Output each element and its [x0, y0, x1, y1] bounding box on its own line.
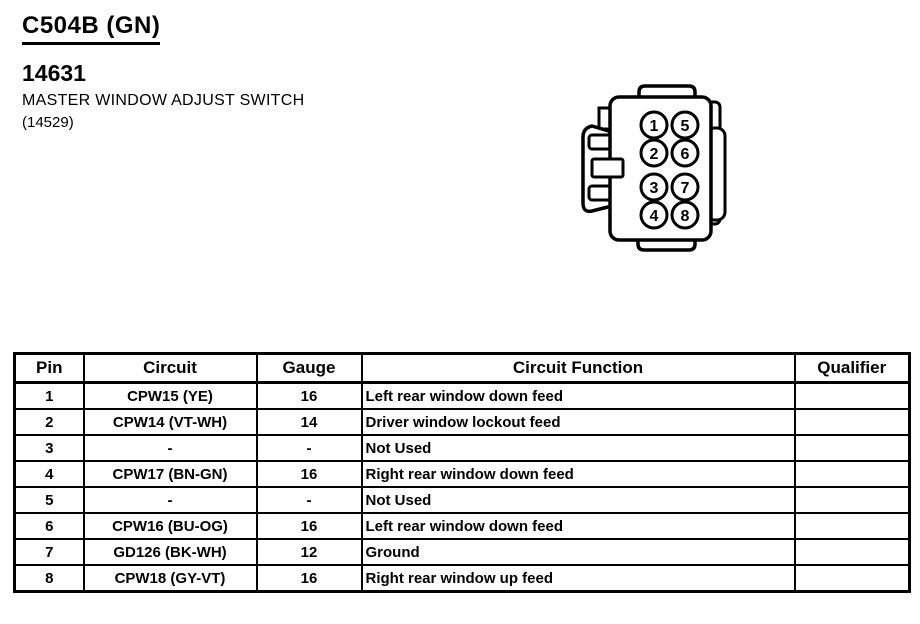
- qualifier-cell: [793, 434, 911, 462]
- pin-cell: 7: [13, 538, 85, 566]
- pin-8-label: 8: [681, 208, 690, 225]
- pin-5-circle: [670, 110, 700, 140]
- qualifier-cell: [793, 512, 911, 540]
- pin-cell: 5: [13, 486, 85, 514]
- gauge-cell: 14: [255, 408, 363, 436]
- component-name: MASTER WINDOW ADJUST SWITCH: [22, 92, 305, 109]
- circuit-cell: -: [82, 434, 258, 462]
- header-pin: Pin: [13, 352, 85, 384]
- circuit-cell: GD126 (BK-WH): [82, 538, 258, 566]
- circuit-function-cell: Not Used: [360, 486, 796, 514]
- table-row: 7 GD126 (BK-WH) 12 Ground: [13, 538, 911, 566]
- header-qualifier: Qualifier: [793, 352, 911, 384]
- pin-6-label: 6: [681, 146, 690, 163]
- circuit-cell: -: [82, 486, 258, 514]
- header-circuit-function: Circuit Function: [360, 352, 796, 384]
- pin-cell: 4: [13, 460, 85, 488]
- header-gauge: Gauge: [255, 352, 363, 384]
- pin-cell: 6: [13, 512, 85, 540]
- qualifier-cell: [793, 538, 911, 566]
- pin-7-circle: [670, 172, 700, 202]
- pin-1-circle: [639, 110, 669, 140]
- gauge-cell: -: [255, 434, 363, 462]
- table-header-row: Pin Circuit Gauge Circuit Function Quali…: [13, 352, 911, 384]
- table-row: 5 - - Not Used: [13, 486, 911, 514]
- circuit-cell: CPW15 (YE): [82, 381, 258, 410]
- circuit-cell: CPW14 (VT-WH): [82, 408, 258, 436]
- connector-id-title: C504B (GN): [22, 12, 161, 45]
- pinout-table: Pin Circuit Gauge Circuit Function Quali…: [13, 352, 911, 593]
- gauge-cell: 16: [255, 460, 363, 488]
- circuit-function-cell: Left rear window down feed: [360, 512, 796, 540]
- gauge-cell: 16: [255, 381, 363, 410]
- table-row: 8 CPW18 (GY-VT) 16 Right rear window up …: [13, 564, 911, 593]
- pin-5-label: 5: [681, 118, 690, 135]
- circuit-function-cell: Right rear window up feed: [360, 564, 796, 593]
- gauge-cell: 12: [255, 538, 363, 566]
- circuit-function-cell: Right rear window down feed: [360, 460, 796, 488]
- pin-3-label: 3: [650, 180, 659, 197]
- circuit-function-cell: Driver window lockout feed: [360, 408, 796, 436]
- pin-cell: 1: [13, 381, 85, 410]
- pin-8-circle: [670, 200, 700, 230]
- pin-2-label: 2: [650, 146, 659, 163]
- pin-1-label: 1: [650, 118, 659, 135]
- pin-cell: 8: [13, 564, 85, 593]
- table-row: 1 CPW15 (YE) 16 Left rear window down fe…: [13, 381, 911, 410]
- gauge-cell: 16: [255, 564, 363, 593]
- circuit-cell: CPW17 (BN-GN): [82, 460, 258, 488]
- circuit-function-cell: Left rear window down feed: [360, 381, 796, 410]
- connector-top-tab: [637, 84, 697, 100]
- table-row: 4 CPW17 (BN-GN) 16 Right rear window dow…: [13, 460, 911, 488]
- circuit-cell: CPW16 (BU-OG): [82, 512, 258, 540]
- pin-cell: 3: [13, 434, 85, 462]
- qualifier-cell: [793, 486, 911, 514]
- table-row: 6 CPW16 (BU-OG) 16 Left rear window down…: [13, 512, 911, 540]
- pin-cell: 2: [13, 408, 85, 436]
- gauge-cell: 16: [255, 512, 363, 540]
- circuit-cell: CPW18 (GY-VT): [82, 564, 258, 593]
- pin-2-circle: [639, 138, 669, 168]
- base-part-number: (14529): [22, 114, 74, 131]
- qualifier-cell: [793, 564, 911, 593]
- pin-3-circle: [639, 172, 669, 202]
- gauge-cell: -: [255, 486, 363, 514]
- pin-4-label: 4: [650, 208, 659, 225]
- header-circuit: Circuit: [82, 352, 258, 384]
- circuit-function-cell: Not Used: [360, 434, 796, 462]
- qualifier-cell: [793, 408, 911, 436]
- table-row: 2 CPW14 (VT-WH) 14 Driver window lockout…: [13, 408, 911, 436]
- pin-4-circle: [639, 200, 669, 230]
- pin-6-circle: [670, 138, 700, 168]
- qualifier-cell: [793, 381, 911, 410]
- latch-clip-tongue: [590, 157, 625, 179]
- part-number: 14631: [22, 60, 86, 86]
- pin-7-label: 7: [681, 180, 690, 197]
- connector-diagram: 1 2 3 4 5 6 7 8: [581, 84, 727, 252]
- table-row: 3 - - Not Used: [13, 434, 911, 462]
- circuit-function-cell: Ground: [360, 538, 796, 566]
- qualifier-cell: [793, 460, 911, 488]
